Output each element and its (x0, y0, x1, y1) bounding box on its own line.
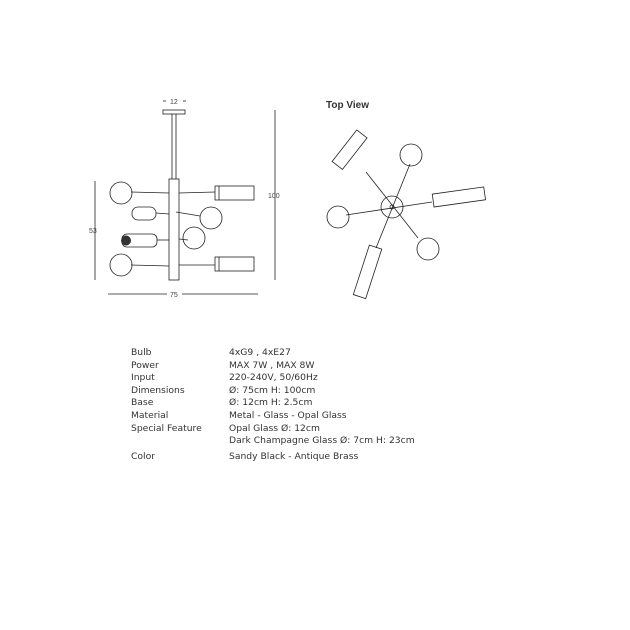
opal-globe (182, 226, 206, 250)
spec-row: Dark Champagne Glass Ø: 7cm H: 23cm (229, 435, 415, 447)
svg-text:Top View: Top View (326, 100, 369, 111)
svg-text:100: 100 (268, 193, 280, 200)
canopy (162, 109, 186, 115)
opal-globe (326, 205, 350, 229)
svg-text:53: 53 (89, 228, 97, 235)
champagne-cylinder (352, 244, 383, 300)
svg-text:75: 75 (170, 292, 178, 299)
top-view: Top View (326, 100, 486, 300)
champagne-cylinder (131, 206, 157, 221)
champagne-cylinder (214, 185, 255, 201)
central-body (168, 178, 180, 281)
champagne-cylinder (431, 186, 486, 208)
champagne-cylinder (331, 129, 368, 171)
front-view: 12 100 53 75 (89, 99, 280, 299)
opal-globe (399, 143, 423, 167)
svg-text:12: 12 (170, 99, 178, 106)
champagne-cylinder (214, 256, 255, 272)
opal-globe (199, 206, 223, 230)
base-width-dimension: 12 (163, 99, 186, 106)
opal-globe (416, 237, 440, 261)
opal-globe (109, 181, 133, 205)
opal-globe (109, 253, 133, 277)
